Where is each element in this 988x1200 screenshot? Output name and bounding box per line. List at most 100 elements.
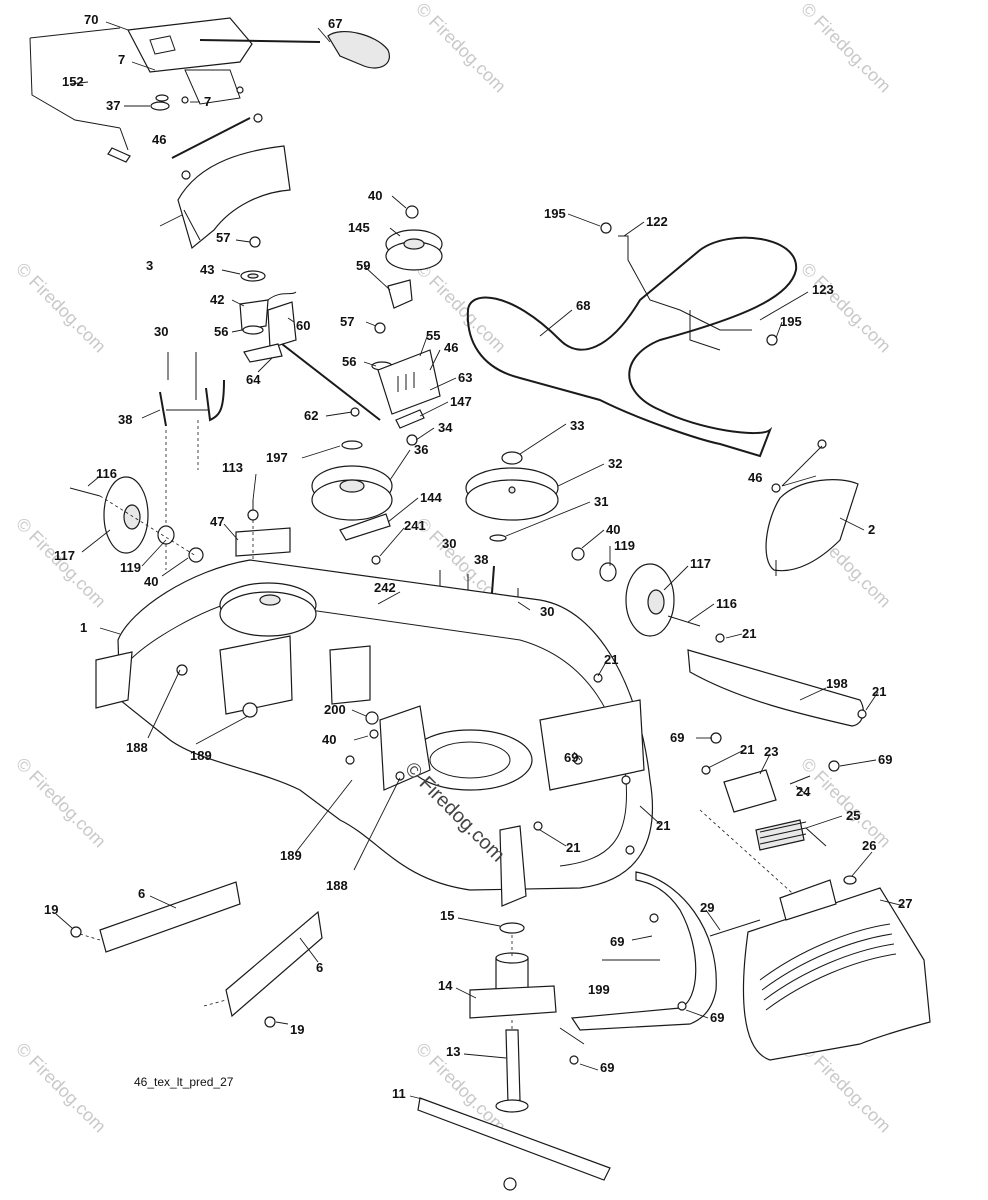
callout-64: 64 (246, 372, 261, 387)
callout-199: 199 (588, 982, 610, 997)
watermark: © Firedog.com (12, 1039, 110, 1137)
callout-21: 21 (872, 684, 886, 699)
callout-117: 117 (54, 548, 75, 563)
callout-37: 37 (106, 98, 120, 113)
callout-15: 15 (440, 908, 454, 923)
callout-113: 113 (222, 460, 243, 475)
callout-56: 56 (342, 354, 356, 369)
callout-6: 6 (138, 886, 145, 901)
callout-189: 189 (190, 748, 212, 763)
callout-40: 40 (144, 574, 158, 589)
discharge-chute (709, 879, 931, 1061)
belt-shield-right (765, 439, 859, 576)
callout-26: 26 (862, 838, 876, 853)
deck-housing (95, 559, 654, 907)
callout-117: 117 (690, 556, 711, 571)
callout-25: 25 (846, 808, 860, 823)
callout-34: 34 (438, 420, 453, 435)
drive-belt-68 (466, 222, 798, 458)
callout-30: 30 (540, 604, 554, 619)
callout-123: 123 (812, 282, 834, 297)
watermark: © Firedog.com (12, 259, 110, 357)
callout-69: 69 (600, 1060, 614, 1075)
callout-116: 116 (96, 466, 117, 481)
baffle-198 (687, 633, 867, 772)
watermark: © Firedog.com (12, 754, 110, 852)
callout-197: 197 (266, 450, 288, 465)
callout-21: 21 (656, 818, 670, 833)
callout-40: 40 (606, 522, 620, 537)
callout-69: 69 (564, 750, 578, 765)
callout-147: 147 (450, 394, 472, 409)
callout-33: 33 (570, 418, 584, 433)
callout-122: 122 (646, 214, 668, 229)
callout-31: 31 (594, 494, 608, 509)
callout-56: 56 (214, 324, 228, 339)
callout-70: 70 (84, 12, 98, 27)
lift-linkage (29, 17, 390, 163)
callout-68: 68 (576, 298, 590, 313)
callout-30: 30 (442, 536, 456, 551)
callout-46: 46 (444, 340, 458, 355)
deck-support-brackets (70, 881, 323, 1028)
callout-32: 32 (608, 456, 622, 471)
gauge-wheel-right (571, 547, 701, 637)
callout-7: 7 (204, 94, 211, 109)
callout-43: 43 (200, 262, 214, 277)
watermark: © Firedog.com (412, 0, 510, 96)
callout-38: 38 (118, 412, 132, 427)
callout-69: 69 (670, 730, 684, 745)
callout-24: 24 (796, 784, 811, 799)
callout-152: 152 (62, 74, 84, 89)
callout-21: 21 (740, 742, 754, 757)
callout-38: 38 (474, 552, 488, 567)
spindle-assembly (417, 922, 611, 1191)
callout-144: 144 (420, 490, 442, 505)
callout-198: 198 (826, 676, 848, 691)
callout-6: 6 (316, 960, 323, 975)
callout-57: 57 (216, 230, 230, 245)
callout-200: 200 (324, 702, 346, 717)
callout-46: 46 (748, 470, 762, 485)
callout-30: 30 (154, 324, 168, 339)
callout-188: 188 (326, 878, 348, 893)
callout-14: 14 (438, 978, 453, 993)
callout-188: 188 (126, 740, 148, 755)
belt-shield-left (171, 113, 291, 250)
callout-labels: 70 67 7 152 37 7 46 3 57 43 42 56 60 64 … (44, 12, 912, 1101)
callout-36: 36 (414, 442, 428, 457)
callout-3: 3 (146, 258, 153, 273)
callout-42: 42 (210, 292, 224, 307)
callout-47: 47 (210, 514, 224, 529)
callout-195: 195 (780, 314, 802, 329)
callout-40: 40 (322, 732, 336, 747)
watermark: © Firedog.com (797, 1039, 895, 1137)
callout-116: 116 (716, 596, 737, 611)
callout-46: 46 (152, 132, 166, 147)
rear-guard-199 (569, 871, 717, 1065)
lift-rods-left (159, 352, 225, 570)
callout-145: 145 (348, 220, 370, 235)
callout-189: 189 (280, 848, 302, 863)
callout-19: 19 (290, 1022, 304, 1037)
gauge-wheel-left (69, 476, 204, 563)
callout-21: 21 (566, 840, 580, 855)
pulleys-center (311, 205, 443, 619)
callout-1: 1 (80, 620, 87, 635)
leader-lines (55, 21, 905, 1101)
callout-29: 29 (700, 900, 714, 915)
pulley-right (465, 451, 559, 542)
callout-119: 119 (120, 560, 141, 575)
callout-63: 63 (458, 370, 472, 385)
callout-62: 62 (304, 408, 318, 423)
callout-67: 67 (328, 16, 342, 31)
callout-69: 69 (710, 1010, 724, 1025)
callout-60: 60 (296, 318, 310, 333)
callout-7: 7 (118, 52, 125, 67)
callout-57: 57 (340, 314, 354, 329)
watermark: © Firedog.com (797, 754, 895, 852)
callout-242: 242 (374, 580, 396, 595)
watermark: © Firedog.com (797, 259, 895, 357)
callout-40: 40 (368, 188, 382, 203)
callout-11: 11 (392, 1086, 406, 1101)
